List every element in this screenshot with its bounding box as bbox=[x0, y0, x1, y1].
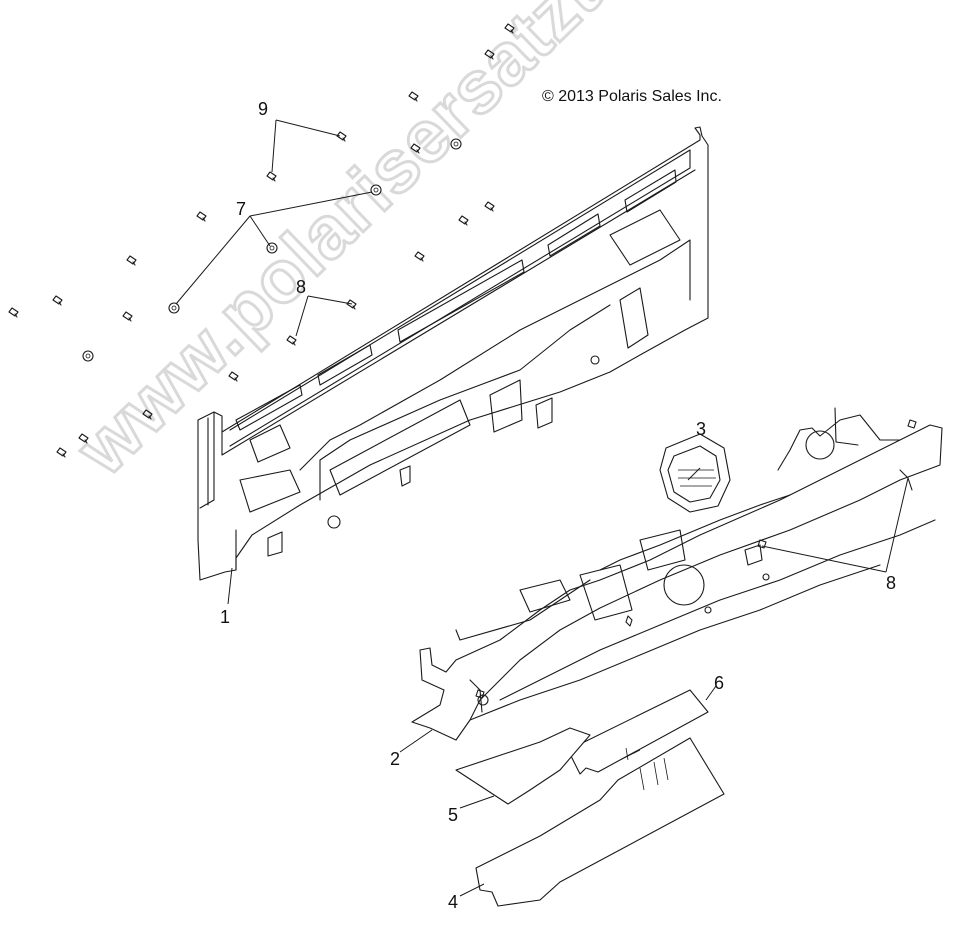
callout-6: 6 bbox=[714, 673, 725, 693]
callout-4: 4 bbox=[448, 892, 459, 912]
part-5-insulation bbox=[455, 727, 591, 805]
part-1-rear-panel bbox=[197, 126, 709, 581]
callout-9: 9 bbox=[258, 99, 269, 119]
callout-8-top: 8 bbox=[296, 277, 307, 297]
callout-2: 2 bbox=[390, 749, 401, 769]
callout-8-right: 8 bbox=[886, 573, 897, 593]
callout-3: 3 bbox=[696, 419, 707, 439]
part-6-insulation bbox=[567, 689, 709, 775]
leader-lines bbox=[175, 119, 909, 897]
callout-7: 7 bbox=[236, 199, 247, 219]
part-4-insulation bbox=[475, 737, 725, 907]
copyright-notice: © 2013 Polaris Sales Inc. bbox=[542, 88, 722, 105]
part-2-floor-channel bbox=[411, 407, 943, 741]
callout-5: 5 bbox=[448, 805, 459, 825]
callout-1: 1 bbox=[220, 607, 231, 627]
